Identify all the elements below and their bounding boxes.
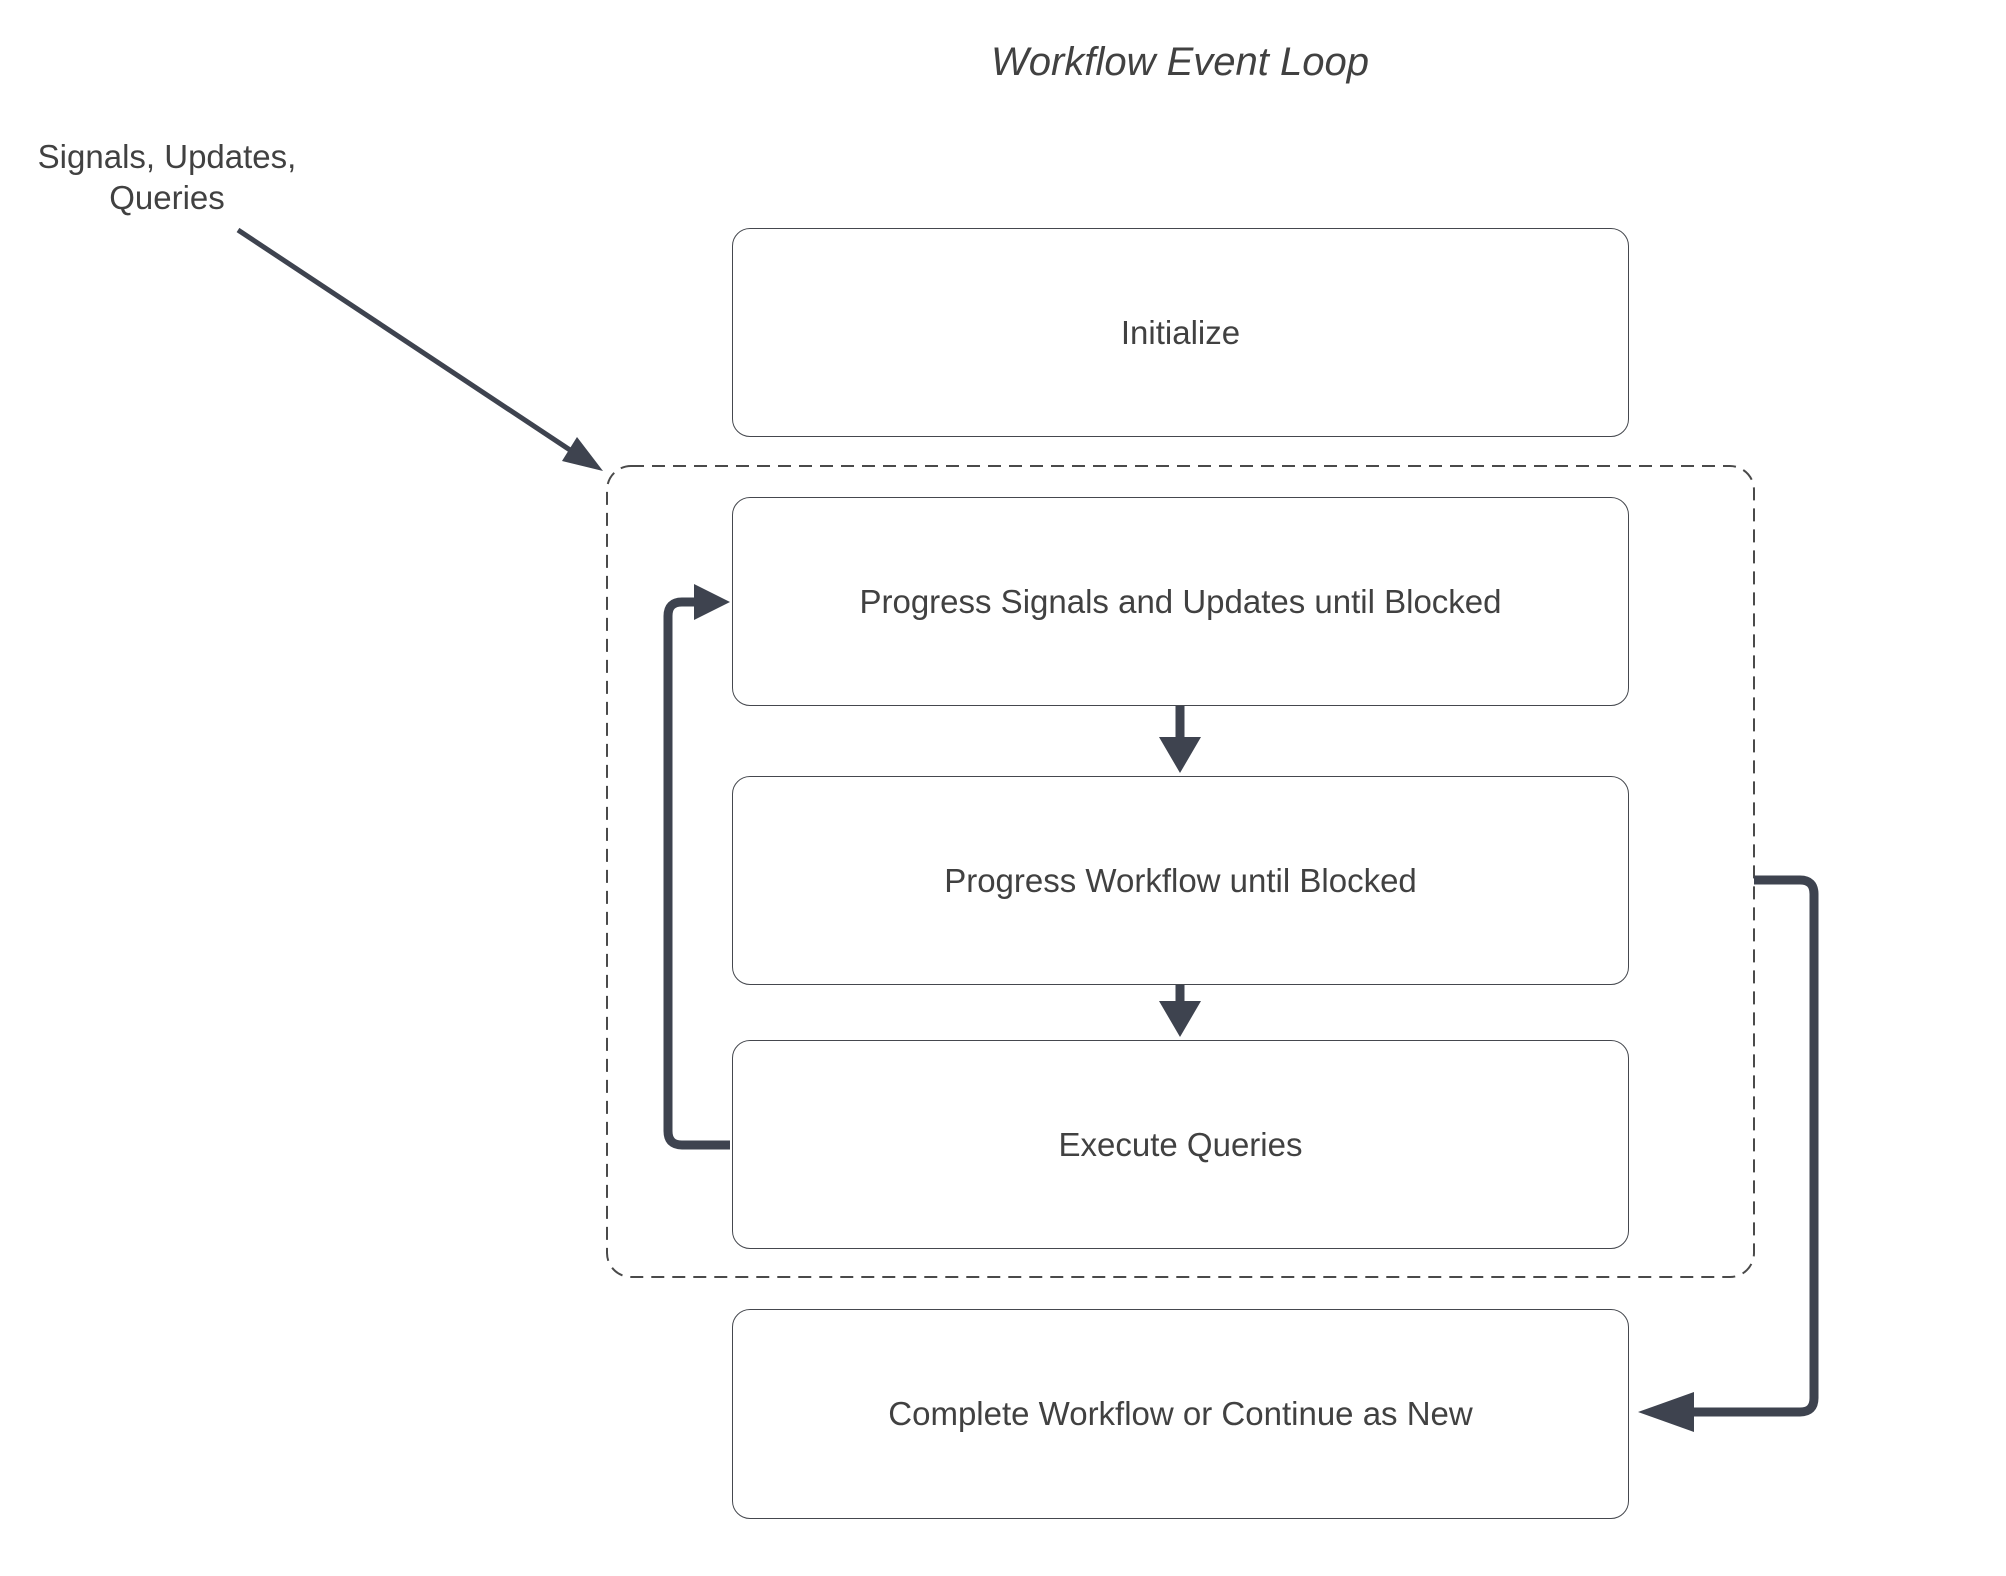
annotation-line-1: Signals, Updates, (37, 138, 297, 175)
continue-arrowhead-icon (1638, 1392, 1694, 1432)
down-arrow-1 (1159, 706, 1201, 773)
signals-arrow (236, 227, 603, 471)
signals-arrowhead-icon (562, 437, 603, 471)
down-arrowhead-1-icon (1159, 737, 1201, 773)
signals-annotation: Signals, Updates, Queries (36, 136, 298, 218)
annotation-line-2: Queries (109, 179, 225, 216)
node-complete-workflow: Complete Workflow or Continue as New (732, 1309, 1629, 1519)
node-complete-workflow-label: Complete Workflow or Continue as New (888, 1395, 1473, 1432)
node-execute-queries: Execute Queries (732, 1040, 1629, 1249)
node-execute-queries-label: Execute Queries (1058, 1125, 1303, 1163)
diagram-title: Workflow Event Loop (991, 40, 1369, 84)
node-initialize-label: Initialize (1120, 313, 1241, 351)
node-progress-signals-label: Progress Signals and Updates until Block… (859, 582, 1502, 620)
down-arrow-2 (1159, 984, 1201, 1037)
node-initialize: Initialize (732, 228, 1629, 437)
continue-arrow-line (1694, 875, 1819, 1417)
node-progress-workflow: Progress Workflow until Blocked (732, 776, 1629, 985)
node-progress-signals-updates: Progress Signals and Updates until Block… (732, 497, 1629, 706)
down-arrowhead-2-icon (1159, 1001, 1201, 1037)
loop-back-arrowhead-icon (694, 584, 730, 620)
continue-arrow (1638, 875, 1819, 1432)
node-progress-workflow-label: Progress Workflow until Blocked (944, 861, 1417, 899)
signals-arrow-line (236, 227, 572, 453)
loop-back-arrow-line (663, 597, 730, 1150)
loop-back-arrow (663, 584, 730, 1150)
event-loop-boundary (606, 465, 1755, 1278)
